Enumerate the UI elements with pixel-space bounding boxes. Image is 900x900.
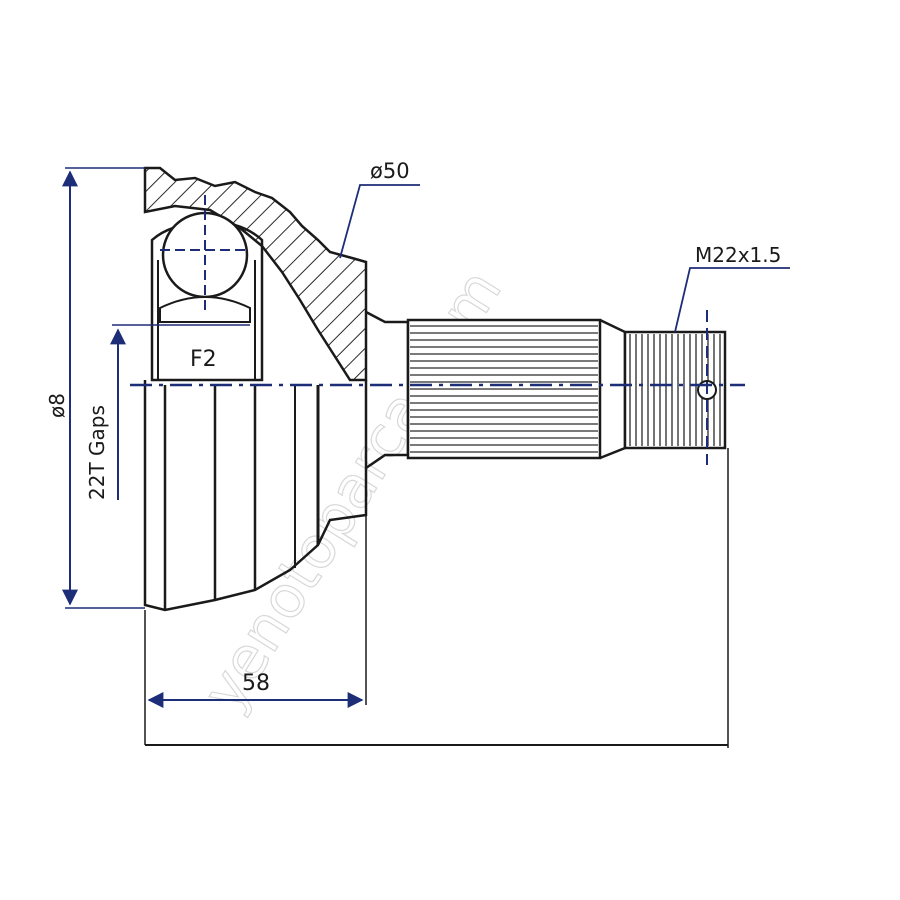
fit-label: F2 [190,347,217,372]
outer-diameter-label: ø50 [370,159,410,183]
thread-label: M22x1.5 [695,243,781,267]
gaps-label: 22T Gaps [85,405,109,500]
pitch-diameter-label: ø8 [45,393,69,418]
thread-leader [674,267,790,333]
length-label: 58 [242,671,270,696]
spline-lines [410,325,598,453]
outer-diameter-leader [339,184,420,259]
shaft-taper [599,318,627,460]
housing-body [143,380,368,612]
housing-section [143,166,368,382]
